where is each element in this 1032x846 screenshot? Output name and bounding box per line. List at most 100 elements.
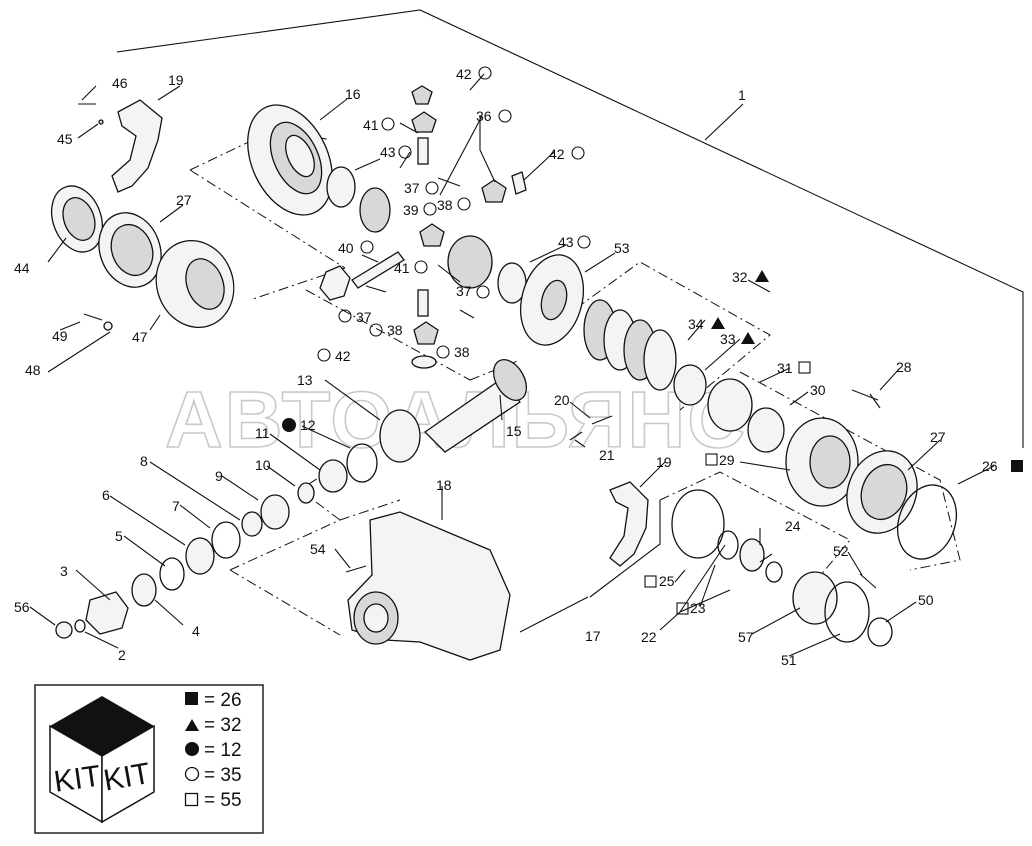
part-label-17: 17 <box>585 628 601 644</box>
open-square-symbol <box>676 602 689 615</box>
legend-row-3: = 12 <box>204 740 242 761</box>
kit-right-face-label: KIT <box>101 757 153 798</box>
spacer-ring-part <box>346 443 378 483</box>
part-label-38: 38 <box>454 344 470 360</box>
part-label-28: 28 <box>896 359 912 375</box>
filled-triangle-symbol <box>755 270 769 282</box>
part-label-7: 7 <box>172 498 180 514</box>
thrust-washer-part <box>326 166 356 208</box>
part-label-49: 49 <box>52 328 68 344</box>
part-label-40: 40 <box>338 240 354 256</box>
open-circle-symbol <box>381 117 395 131</box>
washer-part <box>297 482 315 504</box>
part-label-47: 47 <box>132 329 148 345</box>
part-label-39: 39 <box>403 202 419 218</box>
part-label-53: 53 <box>614 240 630 256</box>
open-circle-icon <box>184 766 200 782</box>
open-square-icon <box>184 792 199 807</box>
part-label-2: 2 <box>118 647 126 663</box>
open-circle-symbol <box>457 197 471 211</box>
part-label-29: 29 <box>719 452 735 468</box>
part-label-9: 9 <box>215 468 223 484</box>
part-label-48: 48 <box>25 362 41 378</box>
part-label-16: 16 <box>345 86 361 102</box>
drive-pinion-part <box>423 359 528 453</box>
part-label-33: 33 <box>720 331 736 347</box>
bearing-ring-part <box>707 378 753 432</box>
open-circle-symbol <box>436 345 450 359</box>
seal-ring-part <box>897 484 957 560</box>
part-label-36: 36 <box>476 108 492 124</box>
part-label-41: 41 <box>363 117 379 133</box>
part-label-13: 13 <box>297 372 313 388</box>
filled-circle-icon <box>185 742 199 756</box>
part-label-5: 5 <box>115 528 123 544</box>
washer-part <box>103 321 113 331</box>
part-label-34: 34 <box>688 316 704 332</box>
side-gear-part <box>359 187 391 233</box>
bolt-part <box>851 389 881 409</box>
part-label-25: 25 <box>659 573 675 589</box>
open-circle-symbol <box>476 285 490 299</box>
legend-row-4: = 35 <box>204 765 242 786</box>
o-ring-part <box>867 617 893 647</box>
open-square-symbol <box>705 453 718 466</box>
part-label-42: 42 <box>549 146 565 162</box>
pin-part <box>859 573 877 589</box>
filled-square-icon <box>185 692 198 705</box>
part-label-43: 43 <box>558 234 574 250</box>
bearing-cap-top-part <box>111 99 163 193</box>
spider-washer-part <box>319 265 351 301</box>
part-label-15: 15 <box>506 423 522 439</box>
part-label-26: 26 <box>982 458 998 474</box>
differential-carrier-housing-part <box>347 511 511 661</box>
bearing-ring-part <box>747 407 785 453</box>
shim-part <box>717 530 739 560</box>
bolt-part <box>345 565 367 573</box>
spider-washer-part <box>511 171 527 195</box>
part-label-22: 22 <box>641 629 657 645</box>
open-circle-symbol <box>360 240 374 254</box>
snap-ring-part <box>671 489 725 559</box>
part-label-37: 37 <box>356 309 372 325</box>
legend-row-5: = 55 <box>204 790 242 811</box>
pinion-bearing-part <box>379 409 421 463</box>
oil-seal-part <box>185 537 215 575</box>
open-circle-symbol <box>317 348 331 362</box>
washer-part <box>98 119 104 125</box>
bolt-part <box>591 415 613 425</box>
side-gear-part <box>447 235 493 289</box>
part-label-11: 11 <box>255 425 270 441</box>
cross-pin-part <box>417 137 429 165</box>
part-label-6: 6 <box>102 487 110 503</box>
spacer-part <box>241 511 263 537</box>
open-square-symbol <box>798 361 811 374</box>
bearing-left-part <box>98 212 162 288</box>
part-label-44: 44 <box>14 260 30 276</box>
part-label-21: 21 <box>599 447 615 463</box>
nut-part <box>55 621 73 639</box>
pinion-gear-part <box>419 223 445 247</box>
part-label-42: 42 <box>456 66 472 82</box>
cross-pin-part <box>417 289 429 317</box>
seal-part <box>131 573 157 607</box>
part-label-37: 37 <box>456 283 472 299</box>
part-label-19: 19 <box>656 454 672 470</box>
part-label-24: 24 <box>785 518 801 534</box>
filled-circle-symbol <box>282 418 296 432</box>
bearing-right-part <box>846 450 918 534</box>
bolt-part <box>83 313 103 321</box>
pin-part <box>569 431 583 441</box>
pinion-gear-part <box>413 321 439 345</box>
washer-part <box>74 619 86 633</box>
open-circle-symbol <box>571 146 585 160</box>
part-label-20: 20 <box>554 392 570 408</box>
open-circle-symbol <box>414 260 428 274</box>
part-label-31: 31 <box>777 360 793 376</box>
part-label-52: 52 <box>833 543 849 559</box>
part-label-4: 4 <box>192 623 200 639</box>
legend-row-2: = 32 <box>204 715 242 736</box>
part-label-23: 23 <box>690 600 706 616</box>
filled-square-symbol <box>1011 460 1023 472</box>
